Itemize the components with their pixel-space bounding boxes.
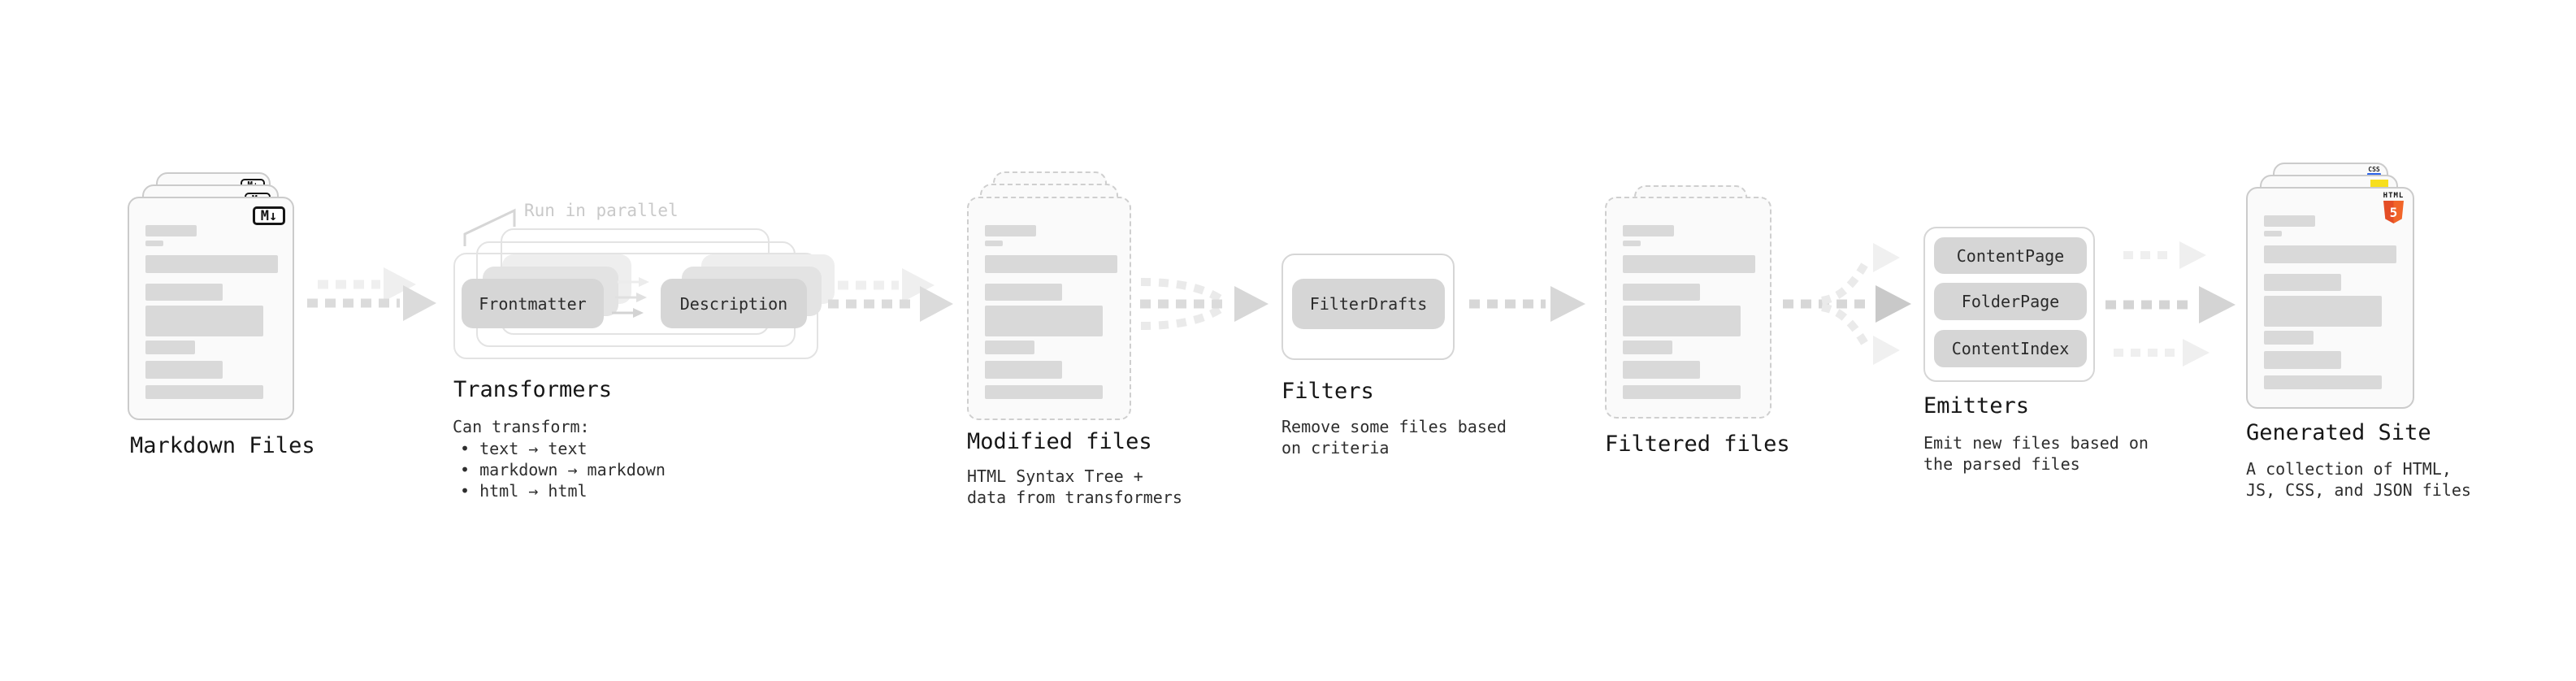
generated-desc-line2: JS, CSS, and JSON files [2246, 480, 2471, 500]
folderpage-pill: FolderPage [1934, 283, 2087, 320]
doc-text-line [2264, 375, 2382, 389]
doc-text-line [2264, 296, 2382, 327]
run-in-parallel-annotation: Run in parallel [524, 201, 679, 220]
generated-file-card-front: HTML 5 [2246, 187, 2414, 409]
doc-text-line [1623, 241, 1641, 246]
doc-text-line [2264, 351, 2341, 369]
doc-text-line [145, 225, 197, 236]
html5-icon-label: HTML [2383, 192, 2405, 200]
description-pill: Description [661, 279, 807, 328]
filtered-file-card-front [1605, 197, 1772, 419]
stage-label-transformers: Transformers [453, 377, 613, 402]
doc-text-line [2264, 215, 2315, 227]
doc-text-line [985, 241, 1003, 246]
generated-desc-line1: A collection of HTML, [2246, 459, 2452, 479]
doc-text-line [985, 306, 1103, 336]
doc-text-line [985, 225, 1036, 236]
doc-text-line [145, 340, 195, 354]
doc-text-line [145, 284, 223, 301]
doc-text-line [1623, 385, 1741, 399]
doc-text-line [1623, 284, 1700, 301]
doc-text-line [985, 385, 1103, 399]
doc-text-line [2264, 245, 2396, 263]
arrow-emitters-to-generated [2105, 241, 2236, 367]
filters-desc-line2: on criteria [1281, 438, 1390, 458]
arrow-transformers-to-modified [828, 268, 953, 322]
doc-text-line [145, 361, 223, 379]
markdown-file-card-front: M↓ [128, 197, 294, 420]
stage-label-markdown-files: Markdown Files [130, 433, 315, 458]
contentindex-pill: ContentIndex [1934, 330, 2087, 367]
arrowhead [384, 267, 416, 301]
arrowhead [902, 268, 935, 302]
doc-text-line [985, 284, 1062, 301]
arrowhead [2199, 286, 2236, 323]
arrow-filtered-to-emitters [1783, 243, 1911, 365]
html5-icon: HTML 5 [2383, 193, 2405, 223]
doc-text-line [2264, 331, 2314, 345]
html5-icon-number: 5 [2389, 204, 2398, 220]
arrow-markdown-to-transformers [307, 267, 436, 321]
doc-text-line [1623, 340, 1672, 354]
filters-desc-line1: Remove some files based [1281, 417, 1507, 436]
stage-label-filtered-files: Filtered files [1605, 432, 1790, 457]
arrowhead [403, 285, 436, 321]
modified-file-card-front [967, 197, 1131, 420]
arrowhead [1876, 285, 1911, 323]
filterdrafts-pill: FilterDrafts [1292, 279, 1445, 329]
markdown-icon: M↓ [253, 206, 285, 225]
doc-text-line [2264, 231, 2282, 236]
doc-text-line [1623, 255, 1755, 273]
arrow-filters-to-filtered [1469, 286, 1585, 322]
html5-icon-shield: 5 [2383, 201, 2404, 223]
stage-label-emitters: Emitters [1923, 393, 2030, 419]
modified-desc-line1: HTML Syntax Tree + [967, 466, 1143, 486]
arrowhead [1550, 286, 1585, 322]
js-icon [2370, 180, 2388, 189]
doc-text-line [2264, 274, 2341, 291]
stage-label-filters: Filters [1281, 379, 1374, 404]
doc-text-line [145, 255, 278, 273]
doc-text-line [145, 385, 263, 399]
frontmatter-pill: Frontmatter [462, 279, 604, 328]
doc-text-line [1623, 306, 1741, 336]
doc-text-line [1623, 225, 1674, 236]
doc-text-line [1623, 361, 1700, 379]
emitters-desc-line2: the parsed files [1923, 454, 2080, 474]
arrowhead [1873, 336, 1900, 365]
transformers-desc-title: Can transform: [453, 417, 590, 436]
doc-text-line [985, 255, 1117, 273]
arrowhead [1873, 243, 1900, 272]
doc-text-line [145, 241, 163, 246]
stage-label-modified-files: Modified files [967, 429, 1152, 454]
doc-text-line [145, 306, 263, 336]
arrowhead [920, 286, 953, 322]
doc-text-line [985, 361, 1062, 379]
transformers-bullet: • markdown → markdown [460, 460, 666, 479]
css-icon-label: CSS [2368, 166, 2380, 173]
emitters-desc-line1: Emit new files based on [1923, 433, 2149, 453]
transformers-bullet: • text → text [460, 439, 588, 458]
stage-label-generated-site: Generated Site [2246, 420, 2431, 445]
modified-desc-line2: data from transformers [967, 488, 1182, 507]
transformers-bullet: • html → html [460, 481, 588, 501]
contentpage-pill: ContentPage [1934, 237, 2087, 274]
arrow-modified-to-filters [1140, 278, 1268, 330]
arrowhead [2183, 339, 2210, 367]
arrowhead [1234, 286, 1268, 322]
doc-text-line [985, 340, 1034, 354]
arrowhead [2179, 241, 2206, 269]
